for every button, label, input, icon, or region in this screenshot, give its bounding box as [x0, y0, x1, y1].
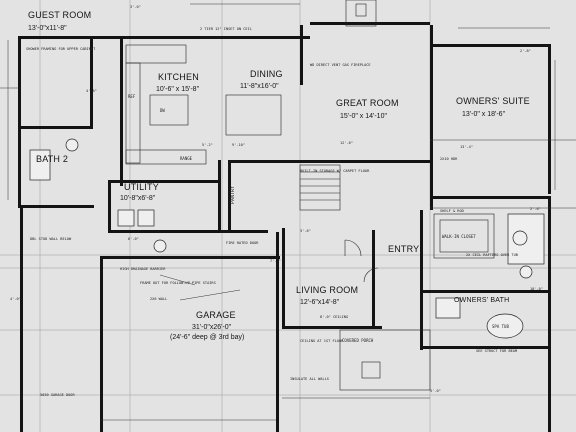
- note-2: SHOWER FRAMING FOR UPPER CABINET: [26, 47, 96, 51]
- note-7: 2X6 WALL: [150, 297, 167, 301]
- room-label-living-room: LIVING ROOM: [296, 285, 358, 295]
- garage-depth-note: (24'-6" deep @ 3rd bay): [170, 334, 244, 341]
- room-dims-guest-room: 13'-0"x11'-8": [28, 25, 67, 32]
- dim-12: 4'-0": [10, 297, 21, 301]
- covered-porch-label: COVERED PORCH: [342, 338, 374, 343]
- refrigerator-label: REF: [128, 94, 136, 99]
- walk-in-closet-label: WALK-IN CLOSET: [442, 234, 476, 239]
- room-dims-garage: 31'-0"x26'-0": [192, 324, 232, 331]
- room-label-utility: UTILITY: [124, 182, 159, 192]
- room-dims-dining: 11'-8"x16'-0": [240, 83, 279, 90]
- fixture-labels: PANTRY SPA TUB WALK-IN CLOSET COVERED PO…: [128, 94, 509, 343]
- room-label-owners-suite: OWNERS' SUITE: [456, 96, 530, 106]
- dim-1: 3'-0": [130, 5, 141, 9]
- note-11: 5050 GARAGE DOOR: [40, 393, 75, 397]
- note-9: CEILING AT 1ST FLOOR: [300, 339, 344, 343]
- room-label-great-room: GREAT ROOM: [336, 98, 399, 108]
- note-15: 8'-0" CEILING: [320, 315, 348, 319]
- note-4: WD DIRECT VENT GAS FIREPLACE: [310, 63, 371, 67]
- room-label-garage: GARAGE: [196, 310, 236, 320]
- note-5: HIGH DRAINAGE BARRIER: [120, 267, 166, 271]
- dim-6: 2'-8": [520, 49, 531, 53]
- annotation-notes: 2 TIER 12" INSET ON CEIL SHOWER FRAMING …: [26, 27, 518, 397]
- dim-8: 6'-0": [128, 237, 139, 241]
- dim-14: 5'-0": [430, 389, 441, 393]
- room-dims-utility: 10'-8"x6'-8": [120, 195, 156, 202]
- pantry-label: PANTRY: [230, 186, 236, 204]
- dim-13: 10'-0": [530, 287, 543, 291]
- note-10: DBL STUD WALL BELOW: [30, 237, 72, 241]
- note-8: BUILT-IN STORAGE W/ CARPET FLOOR: [300, 169, 370, 173]
- note-14: SEE STRUCT FOR BEAM: [476, 349, 518, 353]
- room-label-dining: DINING: [250, 69, 283, 79]
- room-label-bath-2: BATH 2: [36, 154, 68, 164]
- range-label: RANGE: [180, 156, 193, 161]
- room-dims-great-room: 15'-0" x 14'-10": [340, 113, 387, 120]
- note-16: 2X10 HDR: [440, 157, 458, 161]
- dim-2: 4'-6": [86, 89, 97, 93]
- note-13: FIRE RATED DOOR: [226, 241, 259, 245]
- note-3: 2X CEIL RAFTERS OVER TUB: [466, 253, 518, 257]
- dim-4: 9'-10": [232, 143, 245, 147]
- note-6: FRAME OUT FOR FOLLOW-UP PIPE STAIRS: [140, 281, 216, 285]
- dim-11: 2'-6": [530, 207, 541, 211]
- dim-10: 7'-2": [270, 259, 281, 263]
- dishwasher-label: DW: [160, 108, 165, 113]
- detail-lines: [0, 0, 576, 421]
- dimension-strings: 3'-0" 4'-6" 5'-2" 9'-10" 12'-6" 2'-8" 13…: [10, 5, 543, 393]
- room-label-kitchen: KITCHEN: [158, 72, 199, 82]
- room-label-owners-bath: OWNERS' BATH: [454, 297, 509, 304]
- dim-3: 5'-2": [202, 143, 213, 147]
- dim-9: 3'-6": [300, 229, 311, 233]
- room-labels: GUEST ROOM 13'-0"x11'-8" KITCHEN 10'-6" …: [28, 10, 530, 341]
- room-dims-kitchen: 10'-6" x 15'-8": [156, 86, 200, 93]
- note-1: 2 TIER 12" INSET ON CEIL: [200, 27, 252, 31]
- spa-tub-label: SPA TUB: [492, 324, 509, 329]
- room-dims-owners-suite: 13'-0" x 18'-6": [462, 111, 506, 118]
- shelf-rod-label: SHELF & ROD: [440, 209, 464, 213]
- room-label-entry: ENTRY: [388, 244, 419, 254]
- note-12: INSULATE ALL WALLS: [290, 377, 329, 381]
- walls: [18, 22, 551, 432]
- room-dims-living-room: 12'-6"x14'-8": [300, 299, 340, 306]
- dim-5: 12'-6": [340, 141, 353, 145]
- room-label-guest-room: GUEST ROOM: [28, 10, 91, 20]
- dim-7: 13'-4": [460, 145, 473, 149]
